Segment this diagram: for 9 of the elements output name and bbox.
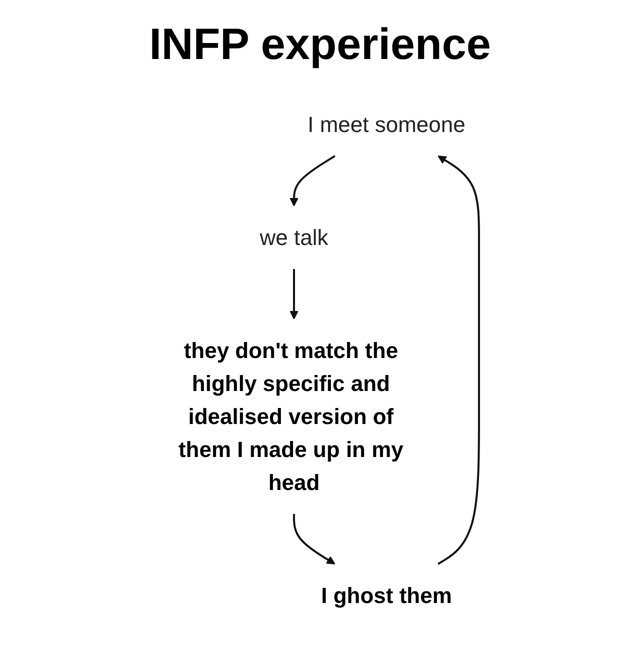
node-text: I ghost them	[321, 583, 452, 608]
arrow	[290, 269, 299, 320]
title: INFP experience	[148, 20, 492, 70]
node-text: they don't match the highly specific and idealised version of them I made up in my head	[178, 338, 404, 495]
arrow	[290, 155, 336, 206]
arrow	[438, 156, 480, 565]
node-text: I meet someone	[308, 112, 466, 137]
arrow	[293, 514, 336, 564]
node-text: we talk	[260, 225, 329, 250]
